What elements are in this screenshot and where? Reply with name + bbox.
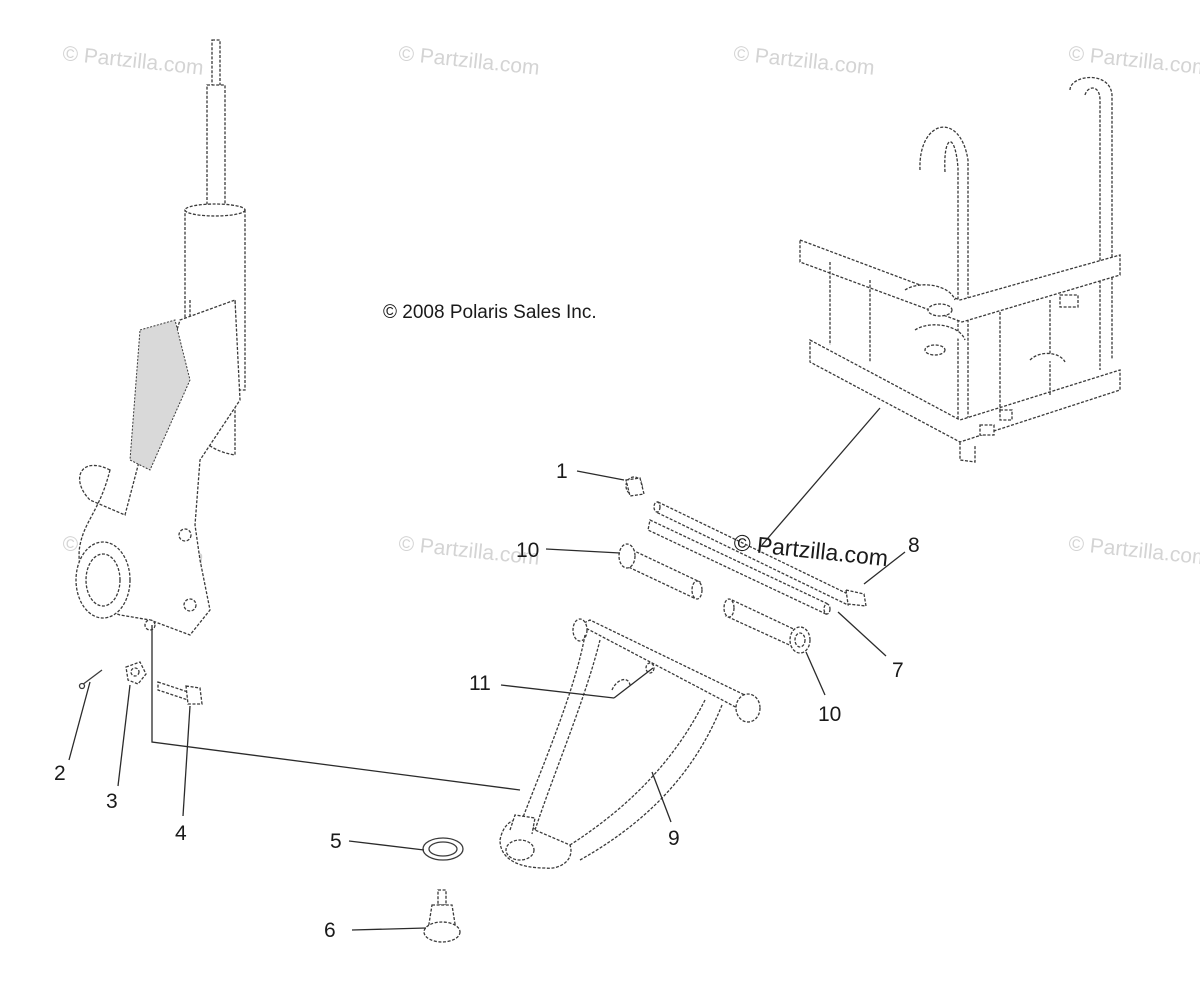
- callout-5: 5: [330, 830, 342, 853]
- flange-nut-1: [625, 476, 645, 497]
- callout-3: 3: [106, 790, 118, 813]
- bushing-10-right: [723, 598, 811, 654]
- watermark-2: © Partzilla.com: [397, 42, 540, 80]
- watermark-1: © Partzilla.com: [61, 42, 204, 80]
- callout-labels: 1 2 3 4 5 6 7 8 9 10 10 11: [54, 460, 920, 942]
- callout-6: 6: [324, 919, 336, 942]
- spindle-knuckle: [75, 299, 241, 636]
- bolt: [157, 681, 203, 705]
- frame-chassis: [799, 77, 1121, 463]
- copyright-text: © 2008 Polaris Sales Inc.: [383, 302, 597, 323]
- watermark-4: © Partzilla.com: [1067, 42, 1200, 80]
- pivot-shaft-lower: [647, 519, 831, 615]
- callout-8: 8: [908, 534, 920, 557]
- a-arm: [499, 618, 761, 869]
- callout-11: 11: [469, 672, 491, 695]
- callout-7: 7: [892, 659, 904, 682]
- callout-2: 2: [54, 762, 66, 785]
- watermark-dark: © Partzilla.com: [732, 529, 889, 571]
- ball-joint: [423, 889, 461, 943]
- leader-lines: [68, 407, 906, 931]
- pivot-shaft-upper: [653, 501, 851, 606]
- callout-10-right: 10: [818, 703, 841, 726]
- callout-10-left: 10: [516, 539, 539, 562]
- bolt-8: [845, 589, 867, 607]
- callout-4: 4: [175, 822, 187, 845]
- castle-nut: [125, 661, 147, 685]
- callout-1-upper: 1: [556, 460, 568, 483]
- bushing-10-left: [618, 543, 703, 600]
- cotter-pin: [78, 669, 103, 690]
- retaining-ring: [422, 837, 464, 861]
- callout-9: 9: [668, 827, 680, 850]
- watermark-3: © Partzilla.com: [732, 42, 875, 80]
- watermark-7: © Partzilla.com: [1067, 532, 1200, 570]
